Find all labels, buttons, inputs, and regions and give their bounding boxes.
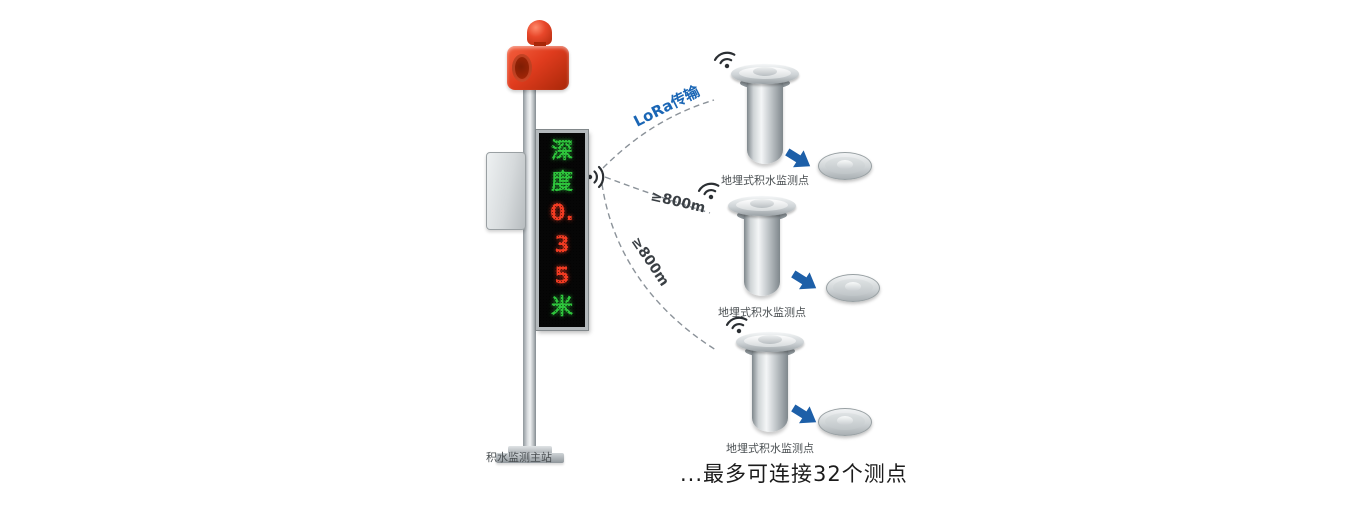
sensor-label: 地埋式积水监测点 <box>726 442 814 455</box>
sensor-cylinder <box>744 214 780 296</box>
sensor-cylinder <box>752 350 788 432</box>
station-base-plate <box>496 453 564 463</box>
led-char: 度 <box>550 169 573 195</box>
alarm-beacon-stem <box>534 42 546 49</box>
lora-transmission-label: LoRa传输 <box>631 82 704 131</box>
led-char: 米 <box>550 295 573 321</box>
led-char: 3 <box>554 232 570 258</box>
sensor-flange-cap <box>753 67 777 76</box>
buried-sensor-1: 地埋式积水监测点 <box>721 64 851 194</box>
sensor-label: 地埋式积水监测点 <box>721 174 809 187</box>
led-char: 0. <box>550 201 574 227</box>
buried-sensor-2: 地埋式积水监测点 <box>718 196 848 326</box>
sensor-flange-cap <box>750 199 774 208</box>
led-char: 5 <box>554 263 570 289</box>
led-display: 深 度 0. 3 5 米 <box>536 130 588 330</box>
lora-link-line-3 <box>601 183 717 351</box>
lora-link-line-1 <box>602 99 715 169</box>
sensor-flange-cap <box>758 335 782 344</box>
disc-dome <box>845 282 861 291</box>
station-base-top <box>508 446 552 454</box>
disc-dome <box>837 416 853 425</box>
control-box <box>486 152 526 230</box>
buried-sensor-3: 地埋式积水监测点 <box>726 332 856 462</box>
range-label-2: ≥800m <box>628 234 672 289</box>
led-char: 深 <box>550 138 573 164</box>
footer-note: ...最多可连接32个测点 <box>680 462 908 486</box>
station-label: 积水监测主站 <box>486 451 552 464</box>
lora-link-line-2 <box>604 176 711 214</box>
disc-dome <box>837 160 853 169</box>
range-label-1: ≥800m <box>649 188 707 216</box>
alarm-beacon-dome <box>527 20 552 45</box>
station-wifi-icon <box>586 165 605 189</box>
led-screen: 深 度 0. 3 5 米 <box>539 136 585 324</box>
alarm-horn-opening <box>512 54 532 82</box>
sensor-label: 地埋式积水监测点 <box>718 306 806 319</box>
sensor-cylinder <box>747 82 783 164</box>
station-pole <box>523 80 536 452</box>
